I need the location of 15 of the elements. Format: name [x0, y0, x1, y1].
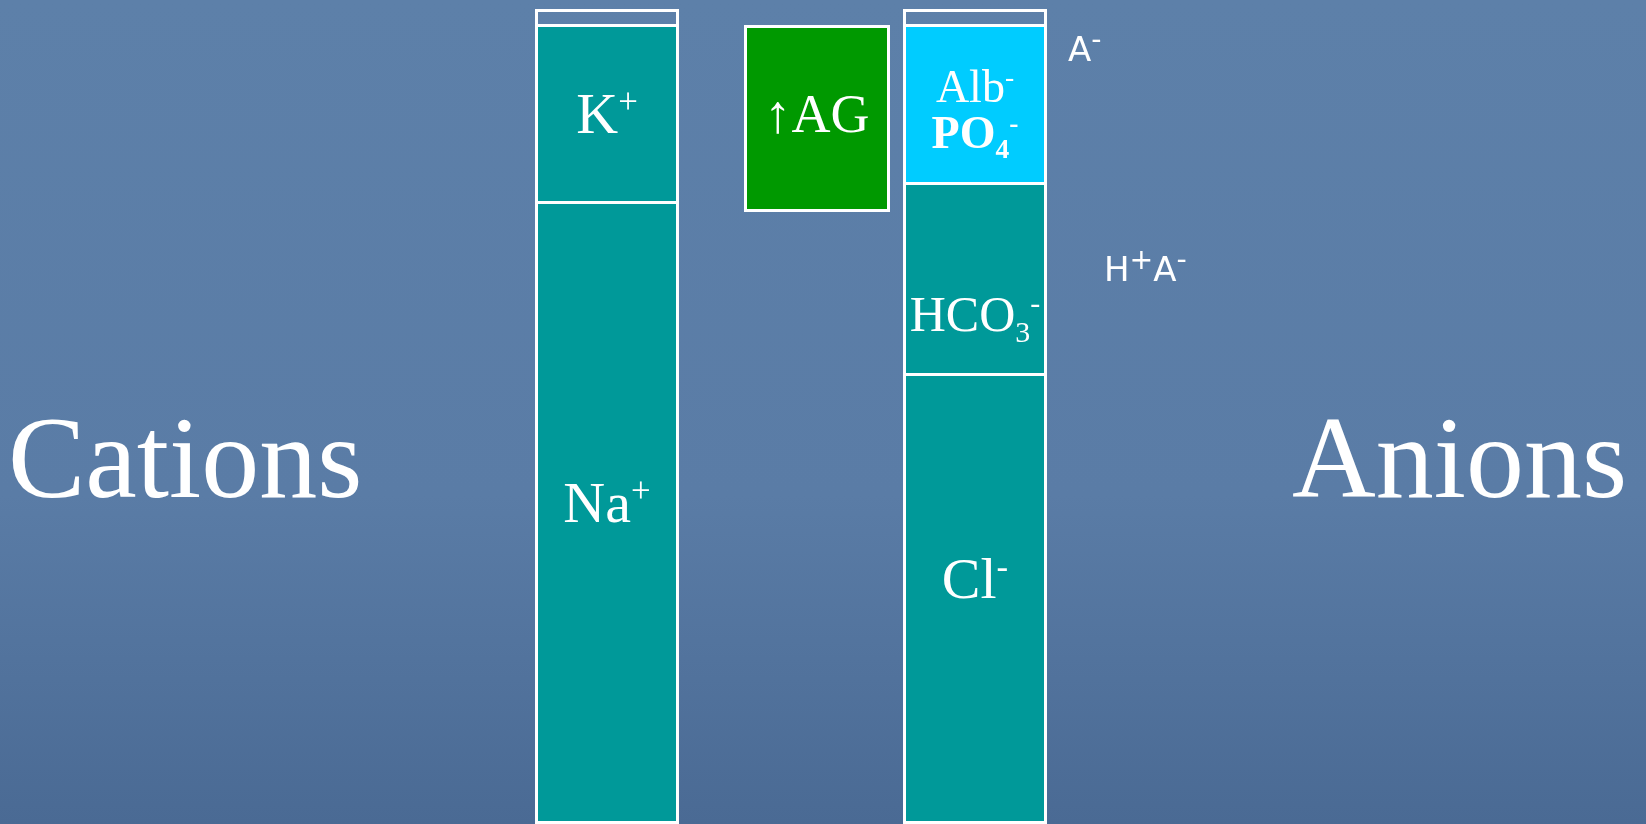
ion-label: Alb$^{-}$ [935, 63, 1015, 110]
ion-block [535, 24, 679, 204]
ion-label: K$^{+}$ [576, 85, 638, 143]
ion-label: A$^{-}$ [1068, 26, 1102, 67]
ion-label: ↑AG [764, 86, 870, 141]
ion-block [903, 373, 1047, 824]
ion-label: H$^{+}$A$^{-}$ [1104, 246, 1187, 287]
ion-label: Na$^{+}$ [563, 473, 651, 532]
heading-label: Anions [1292, 400, 1628, 516]
ion-block [535, 201, 679, 824]
heading-label: Cations [8, 400, 363, 516]
ion-label: Cl$^{-}$ [941, 549, 1009, 608]
ion-block [903, 24, 1047, 185]
ion-block [903, 182, 1047, 376]
anion-gap-block [744, 25, 890, 212]
